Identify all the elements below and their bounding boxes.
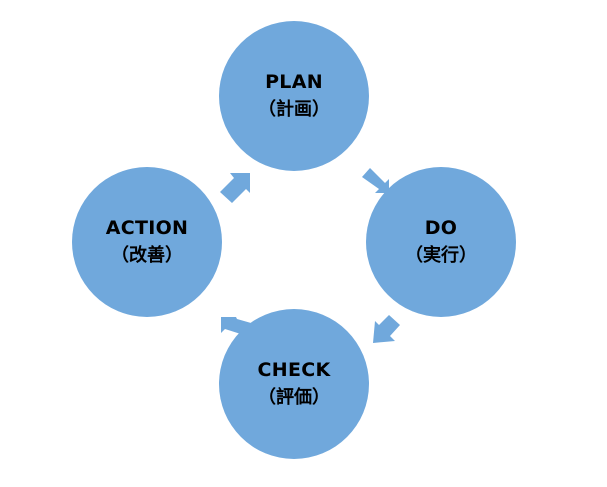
node-action-title: ACTION bbox=[105, 217, 189, 239]
arrow-action-to-plan bbox=[220, 173, 250, 203]
arrow-do-to-check bbox=[373, 315, 400, 343]
node-plan: PLAN （計画） bbox=[219, 21, 369, 171]
node-check-title: CHECK bbox=[257, 359, 331, 381]
node-plan-title: PLAN bbox=[265, 71, 323, 93]
node-action: ACTION （改善） bbox=[72, 167, 222, 317]
arrow-plan-to-do bbox=[362, 168, 389, 193]
node-check-subtitle: （評価） bbox=[258, 387, 330, 408]
node-do-subtitle: （実行） bbox=[405, 245, 477, 266]
node-do: DO （実行） bbox=[366, 167, 516, 317]
node-do-title: DO bbox=[424, 217, 458, 239]
node-action-subtitle: （改善） bbox=[111, 245, 183, 266]
node-plan-subtitle: （計画） bbox=[258, 99, 330, 120]
node-check: CHECK （評価） bbox=[219, 309, 369, 459]
